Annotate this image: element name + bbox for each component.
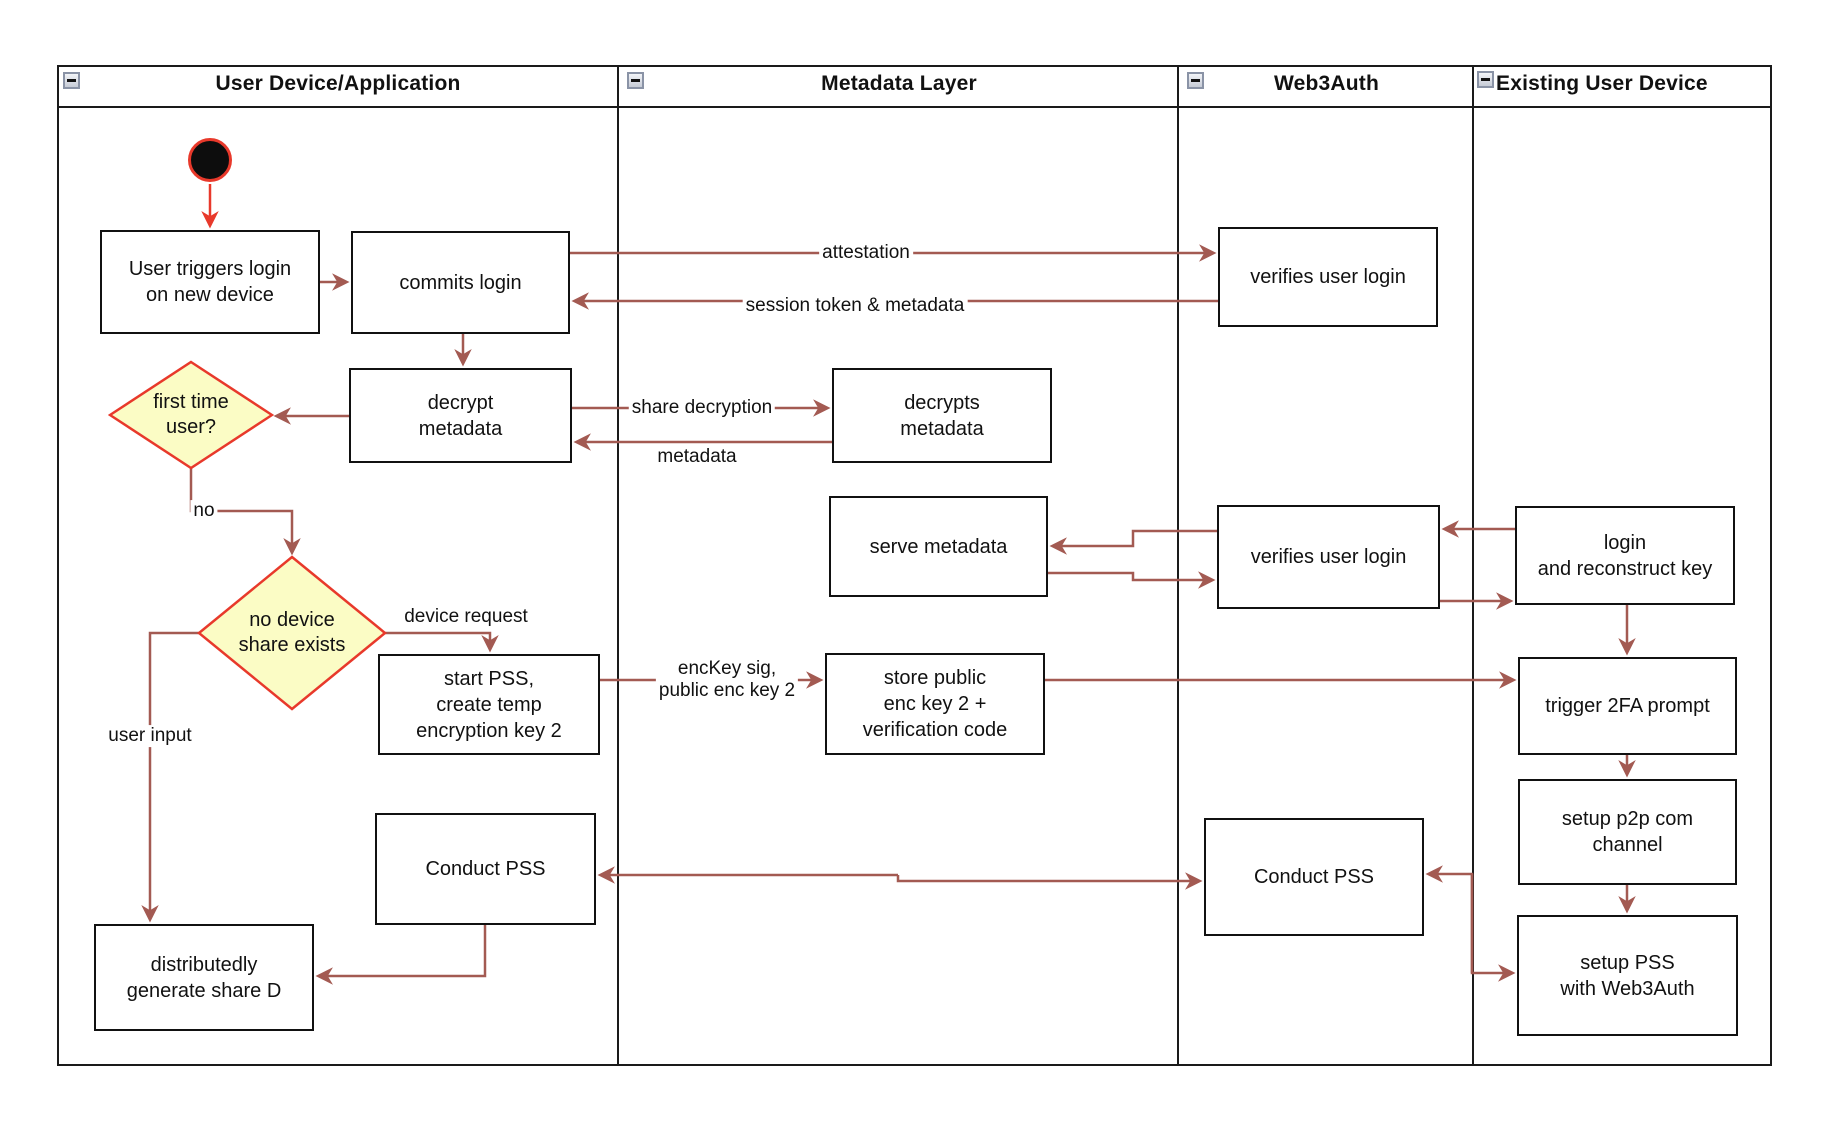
edge-conduct-to-distributedly (315, 925, 487, 985)
minus-icon (67, 79, 76, 82)
collapse-icon[interactable] (63, 72, 80, 89)
edge-no-branch (189, 468, 301, 556)
collapse-icon[interactable] (1477, 71, 1494, 88)
edge-label-user-input: user input (105, 725, 195, 747)
node-start-pss: start PSS, create temp encryption key 2 (378, 654, 600, 755)
edge-label-no: no (190, 500, 218, 522)
minus-icon (1481, 78, 1490, 81)
edge-setup-pss-to-conduct-pss (1425, 865, 1474, 973)
edge-label-device-request: device request (404, 606, 528, 628)
lane-title-user-device: User Device/Application (215, 72, 461, 95)
node-verifies-user-login-1: verifies user login (1218, 227, 1438, 327)
lane-divider-3 (1472, 65, 1474, 1066)
decision-label: no device share exists (238, 609, 346, 656)
node-verifies-user-login-2: verifies user login (1217, 505, 1440, 609)
edge-device-request (385, 631, 499, 653)
node-conduct-pss-user: Conduct PSS (375, 813, 596, 925)
lane-title-web3auth: Web3Auth (1273, 72, 1380, 95)
edge-label-session-token: session token & metadata (742, 295, 968, 317)
node-decrypt-metadata: decrypt metadata (349, 368, 572, 463)
decision-label: first time user? (153, 391, 229, 438)
edge-serve-to-verifies (1048, 571, 1216, 589)
node-trigger-2fa: trigger 2FA prompt (1518, 657, 1737, 755)
edge-conduct-pss-to-setup-pss (1470, 874, 1516, 982)
node-setup-pss: setup PSS with Web3Auth (1517, 915, 1738, 1036)
edge-label-enckey: encKey sig, public enc key 2 (655, 658, 799, 702)
edge-label-share-decryption: share decryption (628, 397, 776, 419)
edge-user-input (141, 631, 199, 923)
diagram-border (57, 65, 1772, 1066)
diamond-shape (197, 555, 387, 711)
collapse-icon[interactable] (1187, 72, 1204, 89)
lane-title-existing-device: Existing User Device (1496, 72, 1708, 95)
decision-first-time-user: first time user? (108, 360, 274, 470)
header-divider (57, 106, 1772, 108)
lane-divider-2 (1177, 65, 1179, 1066)
edge-verifies-to-serve (1049, 529, 1217, 555)
edge-label-attestation: attestation (819, 242, 913, 264)
node-commits-login: commits login (351, 231, 570, 334)
collapse-icon[interactable] (627, 72, 644, 89)
start-node (188, 138, 232, 182)
node-distributedly-generate-share: distributedly generate share D (94, 924, 314, 1031)
minus-icon (631, 79, 640, 82)
node-store-public-enc-key: store public enc key 2 + verification co… (825, 653, 1045, 755)
node-serve-metadata: serve metadata (829, 496, 1048, 597)
node-login-reconstruct-key: login and reconstruct key (1515, 506, 1735, 605)
lane-title-metadata-layer: Metadata Layer (821, 72, 977, 95)
decision-no-device-share: no device share exists (197, 555, 387, 711)
node-user-triggers-login: User triggers login on new device (100, 230, 320, 334)
node-conduct-pss-web3auth: Conduct PSS (1204, 818, 1424, 936)
edge-conduct-pss-right (896, 872, 1203, 890)
diamond-shape (108, 360, 274, 470)
node-setup-p2p: setup p2p com channel (1518, 779, 1737, 885)
lane-divider-1 (617, 65, 619, 1066)
edge-label-metadata: metadata (657, 446, 737, 468)
minus-icon (1191, 79, 1200, 82)
node-decrypts-metadata: decrypts metadata (832, 368, 1052, 463)
